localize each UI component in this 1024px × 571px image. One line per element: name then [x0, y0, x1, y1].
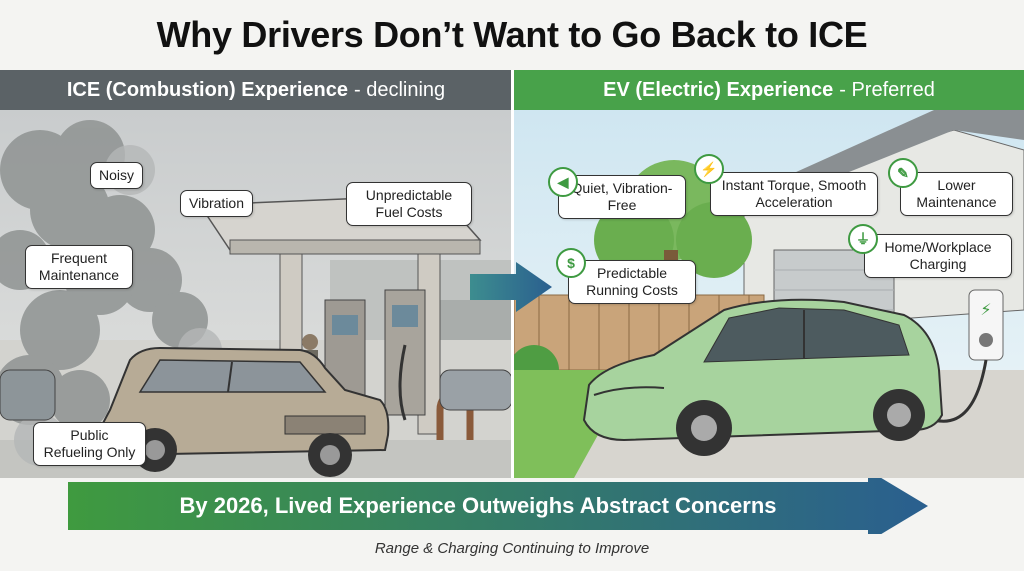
lightning-icon: ⚡	[694, 154, 724, 184]
ice-panel: ICE (Combustion) Experience - declining	[0, 70, 512, 478]
callout-running-costs: Predictable Running Costs	[568, 260, 696, 304]
plug-icon: ⏚	[848, 224, 878, 254]
callout-quiet: Quiet, Vibration-Free	[558, 175, 686, 219]
ev-car	[582, 298, 944, 456]
wrench-icon: ✎	[888, 158, 918, 188]
callout-instant-torque: Instant Torque, Smooth Acceleration	[710, 172, 878, 216]
speaker-icon: ◀	[548, 167, 578, 197]
transition-arrow-icon	[470, 262, 552, 312]
callout-public-refueling: Public Refueling Only	[33, 422, 146, 466]
page-title: Why Drivers Don’t Want to Go Back to ICE	[156, 14, 868, 55]
callout-fuel-costs: Unpredictable Fuel Costs	[346, 182, 472, 226]
ev-panel: EV (Electric) Experience - Preferred ⚡	[514, 70, 1024, 478]
callout-lower-maintenance: Lower Maintenance	[900, 172, 1013, 216]
ice-header-subtitle: - declining	[353, 78, 446, 101]
ev-header-subtitle: - Preferred	[839, 78, 935, 101]
footnote: Range & Charging Continuing to Improve	[374, 540, 650, 557]
callout-home-charging: Home/Workplace Charging	[864, 234, 1012, 278]
callout-noisy: Noisy	[90, 162, 144, 189]
exhaust-smoke	[0, 120, 208, 430]
conclusion-banner-text: By 2026, Lived Experience Outweighs Abst…	[179, 493, 777, 518]
ev-header-title: EV (Electric) Experience	[603, 78, 834, 101]
ice-header-title: ICE (Combustion) Experience	[66, 78, 348, 101]
conclusion-banner	[68, 478, 928, 534]
callout-vibration: Vibration	[180, 190, 254, 217]
ev-header: EV (Electric) Experience - Preferred	[514, 70, 1024, 110]
svg-text:⚡: ⚡	[980, 300, 991, 319]
receipt-icon: $	[556, 248, 586, 278]
callout-frequent-maintenance: Frequent Maintenance	[25, 245, 133, 289]
ice-header: ICE (Combustion) Experience - declining	[0, 70, 512, 110]
